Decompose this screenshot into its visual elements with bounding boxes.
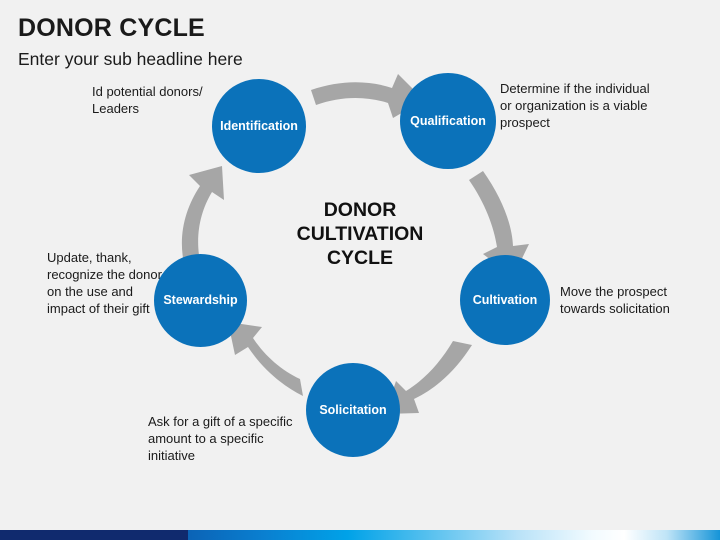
cycle-node-solicitation-label: Solicitation bbox=[319, 402, 387, 417]
description-stewardship: Update, thank, recognize the donor on th… bbox=[47, 250, 162, 317]
description-cultivation: Move the prospect towards solicitation bbox=[560, 284, 670, 317]
cycle-node-qualification-label: Qualification bbox=[410, 113, 486, 128]
cycle-node-stewardship-label: Stewardship bbox=[163, 293, 238, 308]
footer-accent-bar-navy bbox=[0, 530, 188, 540]
page-subtitle: Enter your sub headline here bbox=[18, 49, 243, 69]
description-solicitation: Ask for a gift of a specific amount to a… bbox=[148, 414, 293, 464]
arrow-cultivation-to-solicitation bbox=[385, 341, 472, 414]
cycle-node-qualification[interactable]: Qualification bbox=[400, 73, 496, 169]
cycle-node-identification-label: Identification bbox=[220, 118, 298, 133]
footer-accent-bar bbox=[0, 530, 720, 540]
cycle-node-stewardship[interactable]: Stewardship bbox=[154, 254, 247, 347]
description-qualification: Determine if the individual or organizat… bbox=[500, 81, 650, 131]
page-title: DONOR CYCLE bbox=[18, 14, 205, 42]
footer-accent-bar-gradient bbox=[188, 530, 720, 540]
description-identification: Id potential donors/ Leaders bbox=[92, 84, 203, 117]
arrow-qualification-to-cultivation bbox=[469, 171, 529, 277]
center-caption-line-2: CULTIVATION bbox=[296, 222, 424, 245]
center-caption-line-3: CYCLE bbox=[326, 246, 394, 269]
cycle-node-identification[interactable]: Identification bbox=[212, 79, 306, 173]
center-caption-line-1: DONOR bbox=[323, 199, 397, 221]
cycle-node-cultivation-label: Cultivation bbox=[472, 292, 538, 307]
arrow-solicitation-to-stewardship bbox=[228, 322, 303, 396]
arrow-stewardship-to-identification bbox=[181, 166, 224, 258]
cycle-node-solicitation[interactable]: Solicitation bbox=[306, 363, 400, 457]
cycle-node-cultivation[interactable]: Cultivation bbox=[460, 255, 550, 345]
cycle-center-caption: DONOR CULTIVATION CYCLE bbox=[275, 199, 445, 270]
arrow-identification-to-qualification bbox=[311, 74, 424, 118]
